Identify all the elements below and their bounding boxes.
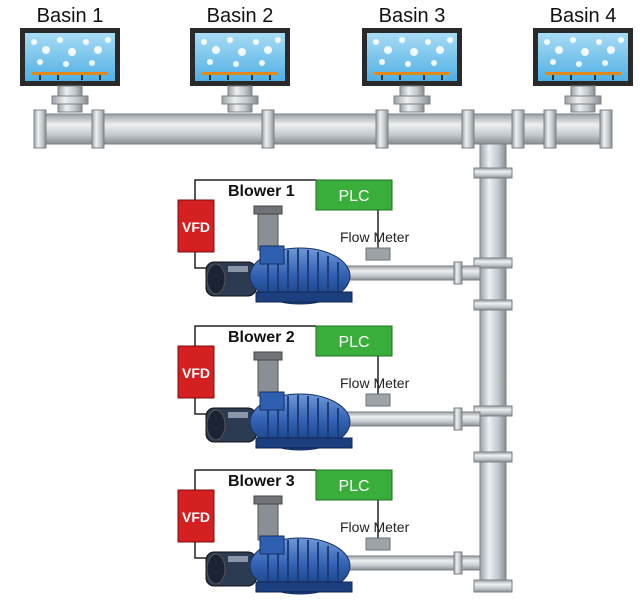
diffuser-feeds [552,75,614,80]
basin-label: Basin 2 [207,5,274,27]
flow-meter-label: Flow Meter [340,375,410,391]
plc-box [315,179,393,211]
basin-drop-flange [564,95,602,105]
blower-inlet-cap [253,205,283,215]
blower-inlet-cap [253,351,283,361]
basin-drop-flange [393,95,431,105]
basin-2: Basin 2 [190,5,290,113]
vfd-label: VFD [182,365,210,381]
blower-unit-1: VFD Blower 1 PLC Flow Meter [177,179,481,305]
blower-base [255,437,353,449]
discharge-coupling [453,407,463,431]
blower-base [255,291,353,303]
blower-unit-3: VFD Blower 3 PLC Flow Meter [177,469,481,595]
plc-box [315,469,393,501]
bubbles [544,37,624,67]
blower-fins [267,539,339,594]
diffuser-feeds [209,75,271,80]
vfd-box [177,489,215,543]
blower-label: Blower 3 [228,473,295,490]
diffuser-bar [374,72,450,75]
blower-fins [267,395,339,450]
riser-couplings [473,167,513,593]
basin-drop-flange [221,95,259,105]
motor-nameplate [228,412,248,418]
header-pipe-couplings [33,109,613,149]
discharge-coupling [453,551,463,575]
motor-end-cap [206,553,226,585]
basin-label: Basin 1 [37,5,104,27]
plc-label: PLC [338,478,369,495]
diffuser-bar [32,72,108,75]
basin-label: Basin 3 [379,5,446,27]
basin-4: Basin 4 [533,5,633,113]
flow-meter-sensor [365,537,391,551]
discharge-coupling [453,261,463,285]
blower-neck [259,391,285,411]
plc-box [315,325,393,357]
diffuser-feeds [39,75,101,80]
basin-1: Basin 1 [20,5,120,113]
flow-meter-label: Flow Meter [340,229,410,245]
diffuser-bar [545,72,621,75]
blower-inlet-silencer [257,357,279,397]
blower-inlet-cap [253,495,283,505]
bubbles [201,37,281,67]
bubbles [31,37,111,67]
vfd-label: VFD [182,509,210,525]
blower-inlet-silencer [257,501,279,541]
blower-unit-2: VFD Blower 2 PLC Flow Meter [177,325,481,451]
bubbles [373,37,453,67]
flow-meter-sensor [365,247,391,261]
header-pipe [33,109,613,149]
vfd-box [177,199,215,253]
riser-pipe-body [479,143,507,593]
blower-neck [259,535,285,555]
flow-meter-label: Flow Meter [340,519,410,535]
motor-end-cap [206,263,226,295]
blower-neck [259,245,285,265]
blower-label: Blower 1 [228,183,295,200]
motor-nameplate [228,266,248,272]
blower-label: Blower 2 [228,329,295,346]
blower-base [255,581,353,593]
basin-label: Basin 4 [550,5,617,27]
basins-group: Basin 1 Basin 2 Basin 3 [20,5,633,113]
blower-fins [267,249,339,304]
diffuser-feeds [381,75,443,80]
riser-pipe [473,143,513,593]
motor-nameplate [228,556,248,562]
motor-end-cap [206,409,226,441]
blower-inlet-silencer [257,211,279,251]
plc-label: PLC [338,334,369,351]
diffuser-bar [202,72,278,75]
basin-drop-flange [51,95,89,105]
header-pipe-body [33,113,613,145]
flow-meter-sensor [365,393,391,407]
vfd-label: VFD [182,219,210,235]
basin-3: Basin 3 [362,5,462,113]
vfd-box [177,345,215,399]
plc-label: PLC [338,188,369,205]
